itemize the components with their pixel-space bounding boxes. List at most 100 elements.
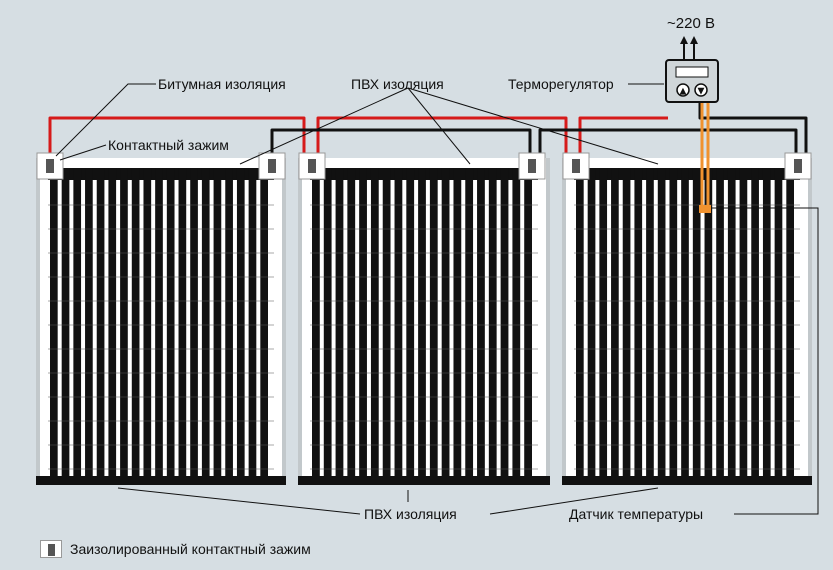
- heating-stripe: [704, 168, 713, 478]
- heating-stripe: [576, 168, 584, 478]
- heating-stripe: [394, 168, 403, 478]
- heating-stripe: [50, 168, 58, 478]
- thermostat-display: [675, 66, 709, 78]
- heating-stripe: [382, 168, 391, 478]
- heating-stripe: [453, 168, 462, 478]
- chevron-up-icon: ▲: [680, 87, 687, 97]
- legend-text: Заизолированный контактный зажим: [70, 541, 311, 557]
- pointer-pvc-bottom-1: [117, 487, 361, 515]
- bitumen-insulation-label: Битумная изоляция: [158, 76, 286, 92]
- insulated-clamp-icon: [40, 540, 62, 558]
- clamp-terminal: [528, 159, 536, 173]
- contact-clamp: [518, 152, 546, 180]
- heating-stripe: [335, 168, 344, 478]
- heating-stripe: [96, 168, 105, 478]
- heating-stripe: [155, 168, 163, 478]
- heating-stripe: [441, 168, 450, 478]
- arrow-down-button: [694, 83, 708, 97]
- heating-stripe: [692, 168, 701, 478]
- pvc-bottom-strip: [562, 476, 812, 485]
- heating-stripe: [248, 168, 257, 478]
- pointer-sensor: [712, 207, 819, 515]
- heating-stripe: [599, 168, 608, 478]
- heating-stripe: [634, 168, 643, 478]
- contact-clamp: [562, 152, 590, 180]
- heating-stripe: [323, 168, 332, 478]
- contact-clamp: [784, 152, 812, 180]
- mains-arrows: [680, 36, 698, 44]
- contact-clamp: [258, 152, 286, 180]
- heating-stripe: [774, 168, 783, 478]
- contact-clamp: [36, 152, 64, 180]
- chevron-down-icon: ▼: [698, 87, 705, 97]
- heating-stripe: [166, 168, 175, 478]
- voltage-label: ~220 В: [667, 15, 715, 32]
- pointer-pvc-2: [407, 87, 471, 165]
- heating-stripe: [681, 168, 689, 478]
- sensor-wire: [700, 103, 710, 210]
- pvc-insulation-top-label: ПВХ изоляция: [351, 76, 444, 92]
- heating-stripe: [85, 168, 93, 478]
- neutral-wire: [270, 103, 808, 160]
- pvc-insulation-bottom-label: ПВХ изоляция: [364, 506, 457, 522]
- heating-stripe: [406, 168, 415, 478]
- heating-stripe: [178, 168, 187, 478]
- heating-stripe: [786, 168, 794, 478]
- heating-stripe: [190, 168, 198, 478]
- heating-stripe: [359, 168, 367, 478]
- contact-clamp: [298, 152, 326, 180]
- heating-stripe: [465, 168, 474, 478]
- heating-stripe: [73, 168, 82, 478]
- pointer-clamp: [59, 144, 107, 161]
- film-panel-1: [36, 158, 286, 485]
- heating-stripe: [524, 168, 532, 478]
- heating-stripe: [762, 168, 771, 478]
- heating-stripe: [669, 168, 678, 478]
- heating-stripe: [225, 168, 233, 478]
- heating-stripe: [716, 168, 724, 478]
- heating-stripe: [260, 168, 268, 478]
- pvc-bottom-strip: [298, 476, 550, 485]
- heating-stripe: [131, 168, 140, 478]
- heating-stripe: [347, 168, 356, 478]
- heating-stripe: [646, 168, 654, 478]
- pointer-pvc-1: [239, 87, 409, 165]
- heating-stripe: [751, 168, 759, 478]
- arrow-up-button: [676, 83, 690, 97]
- thermostat-label: Терморегулятор: [508, 76, 614, 92]
- legend: Заизолированный контактный зажим: [40, 540, 311, 558]
- clamp-terminal: [46, 159, 54, 173]
- clamp-terminal: [268, 159, 276, 173]
- clamp-terminal: [308, 159, 316, 173]
- heating-stripe: [108, 168, 117, 478]
- heating-stripe: [370, 168, 379, 478]
- temperature-sensor-label: Датчик температуры: [569, 506, 704, 522]
- heating-stripe: [201, 168, 210, 478]
- heating-stripe: [312, 168, 320, 478]
- pointer-pvc-3: [407, 87, 659, 165]
- thermostat-device: ▲▼: [665, 59, 719, 103]
- heating-stripe: [587, 168, 596, 478]
- heating-stripe: [622, 168, 631, 478]
- heating-stripe: [429, 168, 438, 478]
- clamp-terminal: [794, 159, 802, 173]
- pointer-bitumen: [55, 83, 156, 157]
- heating-stripe: [213, 168, 222, 478]
- heating-stripe: [739, 168, 748, 478]
- heating-stripe: [418, 168, 426, 478]
- heating-stripe: [611, 168, 619, 478]
- heating-stripe: [500, 168, 509, 478]
- contact-clamp-label: Контактный зажим: [108, 137, 229, 153]
- heating-stripe: [236, 168, 245, 478]
- heating-stripe: [512, 168, 521, 478]
- heating-stripe: [61, 168, 70, 478]
- heating-stripe: [120, 168, 128, 478]
- heating-stripe: [143, 168, 152, 478]
- temperature-sensor-probe: [699, 205, 711, 213]
- pvc-bottom-strip: [36, 476, 286, 485]
- film-panel-2: [298, 158, 550, 485]
- clamp-terminal: [572, 159, 580, 173]
- live-wire: [48, 116, 668, 160]
- heating-stripe: [657, 168, 666, 478]
